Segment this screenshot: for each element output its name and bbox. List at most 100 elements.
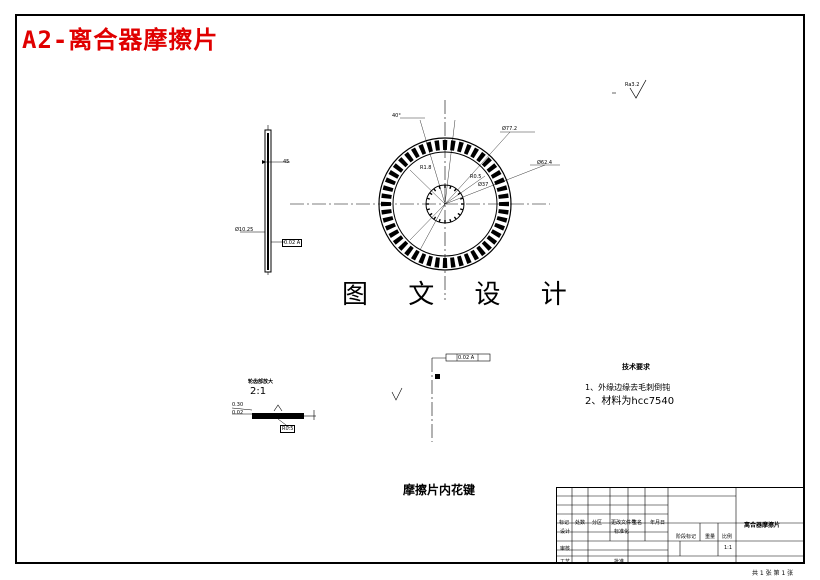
side-tolerance-box: 0.02 A — [282, 239, 303, 247]
outer-diameter-label: Ø77.2 — [502, 126, 518, 132]
disc-tooth — [434, 257, 440, 268]
disc-tooth — [457, 141, 464, 153]
disc-tooth — [476, 151, 486, 163]
disc-tooth — [418, 144, 427, 155]
tb-weight: 重量 — [705, 534, 716, 540]
drawing-frame — [15, 14, 805, 564]
roughness-symbol — [612, 79, 647, 99]
disc-tooth — [381, 209, 392, 215]
side-dim-right: 45 — [283, 159, 290, 165]
detail-dim-2: 0.02 — [232, 410, 244, 416]
disc-tooth — [434, 140, 440, 151]
radius-small-label: R0.5 — [470, 174, 482, 180]
spline-tooth — [429, 192, 433, 196]
disc-tooth — [398, 157, 409, 168]
disc-tooth — [450, 140, 456, 151]
tb-process: 工艺 — [560, 559, 571, 565]
spline-tooth — [457, 212, 461, 216]
disc-tooth — [457, 255, 464, 267]
radius-label: R1.8 — [420, 165, 432, 171]
tb-review: 审核 — [560, 546, 571, 552]
spline-tooth — [433, 188, 437, 192]
inner-diameter-label: Ø62.4 — [537, 160, 553, 166]
watermark: 图 文 设 计 — [342, 280, 583, 310]
angle-label: 40° — [392, 113, 401, 119]
disc-tooth — [496, 185, 508, 192]
title-block — [556, 487, 805, 564]
spline-tooth — [457, 192, 461, 196]
disc-tooth — [381, 193, 392, 199]
tb-mark: 标记 — [559, 520, 570, 526]
disc-tooth — [496, 216, 508, 223]
disc-tooth — [486, 235, 498, 245]
detail-scale: 2:1 — [250, 386, 267, 397]
disc-tooth — [463, 144, 472, 155]
spline-diameter-label: Ø37 — [478, 182, 489, 188]
disc-tooth — [404, 151, 414, 163]
section-caption: 摩擦片内花键 — [403, 483, 476, 497]
disc-tooth — [476, 245, 486, 257]
disc-tooth — [494, 177, 505, 186]
disc-tooth — [382, 216, 394, 223]
disc-tooth — [411, 147, 420, 159]
spline-tooth — [453, 216, 457, 220]
disc-tooth — [499, 201, 509, 207]
detail-dim-1: 0.30 — [232, 402, 244, 408]
disc-tooth — [418, 253, 427, 264]
disc-tooth — [463, 253, 472, 264]
disc-tooth — [385, 222, 396, 231]
friction-disc — [378, 117, 560, 271]
inner-spline — [426, 185, 464, 223]
disc-tooth — [411, 249, 420, 261]
side-dim-left: Ø10.25 — [235, 227, 254, 233]
disc-tooth — [426, 141, 433, 153]
disc-tooth — [392, 163, 404, 173]
detail-view — [231, 404, 316, 429]
disc-teeth — [381, 140, 509, 268]
tb-count: 处数 — [575, 520, 586, 526]
disc-tooth — [381, 201, 391, 207]
spline-tooth — [438, 185, 441, 190]
spline-tooth — [459, 197, 464, 200]
drawing-title: A2-离合器摩擦片 — [22, 26, 219, 54]
disc-tooth — [388, 170, 400, 179]
disc-tooth — [398, 240, 409, 251]
side-view — [240, 125, 290, 275]
spline-tooth — [449, 218, 452, 223]
tb-zone: 分区 — [592, 520, 603, 526]
disc-tooth — [490, 229, 502, 238]
tb-approve: 批准 — [614, 559, 625, 565]
disc-tooth — [498, 193, 509, 199]
spline-tooth — [426, 197, 431, 200]
spline-tooth — [459, 208, 464, 211]
tb-sign: 签名 — [632, 520, 643, 526]
disc-tooth — [442, 140, 448, 150]
tb-scale-value: 1:1 — [724, 545, 733, 551]
detail-dim-3: R0.5 — [280, 425, 296, 433]
tb-date: 年月日 — [650, 520, 666, 526]
spline-tooth — [426, 208, 431, 211]
tb-sheet: 共 1 张 第 1 张 — [752, 570, 794, 577]
disc-tooth — [388, 229, 400, 238]
spline-tooth — [438, 218, 441, 223]
spline-tooth — [449, 185, 452, 190]
disc-tooth — [494, 222, 505, 231]
requirements-title: 技术要求 — [622, 363, 650, 371]
title-block-grid — [556, 487, 805, 564]
tb-stage: 阶段标记 — [676, 534, 697, 540]
requirement-1: 1、外缘边缘去毛刺倒钝 — [585, 383, 671, 392]
disc-tooth — [470, 249, 479, 261]
detail-label: 轮齿部放大 — [248, 379, 274, 385]
disc-tooth — [404, 245, 414, 257]
spline-tooth — [453, 188, 457, 192]
spline-tooth — [429, 212, 433, 216]
gdt-frame-text: 0.02 A — [458, 355, 475, 361]
requirement-2: 2、材料为hcc7540 — [585, 396, 675, 407]
disc-tooth — [498, 209, 509, 215]
tb-change-doc: 更改文件号 — [611, 520, 637, 526]
disc-tooth — [392, 235, 404, 245]
spline-tooth — [433, 216, 437, 220]
disc-tooth — [490, 170, 502, 179]
datum-section — [391, 353, 491, 442]
disc-tooth — [385, 177, 396, 186]
